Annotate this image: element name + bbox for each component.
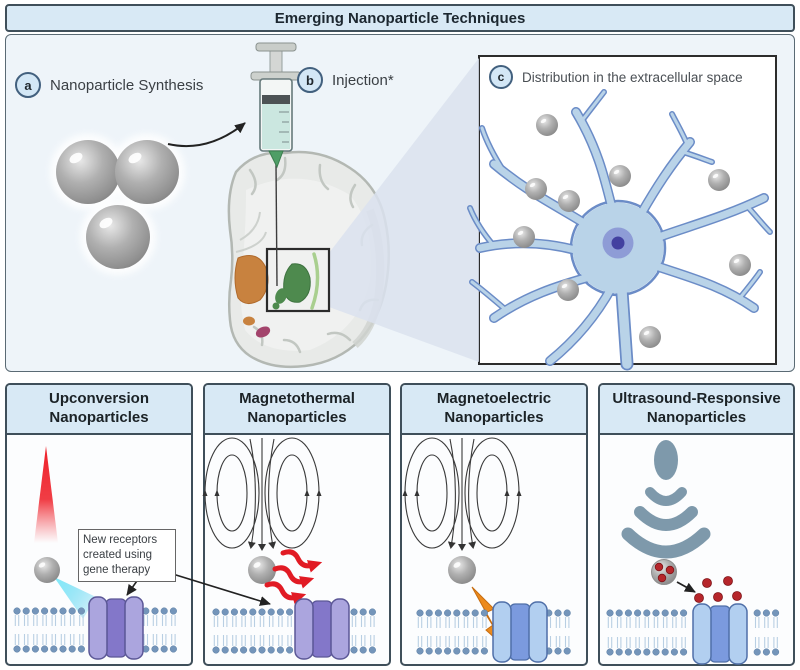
panel-upconversion-header: Upconversion Nanoparticles xyxy=(7,385,191,435)
step-b-label: Injection* xyxy=(332,71,394,89)
step-c-badge: c xyxy=(489,65,513,89)
panel-magnetoelectric-title: Magnetoelectric Nanoparticles xyxy=(436,390,552,426)
step-a-label: Nanoparticle Synthesis xyxy=(50,76,204,94)
step-c-label: Distribution in the extracellular space xyxy=(522,69,743,85)
panel-c-box xyxy=(478,55,777,365)
panel-magnetothermal-header: Magnetothermal Nanoparticles xyxy=(205,385,389,435)
panel-ultrasound-header: Ultrasound-Responsive Nanoparticles xyxy=(600,385,793,435)
step-b-badge: b xyxy=(297,67,323,93)
gene-therapy-note: New receptors created using gene therapy xyxy=(78,529,176,582)
panel-ultrasound-title: Ultrasound-Responsive Nanoparticles xyxy=(612,390,781,426)
panel-magnetothermal-title: Magnetothermal Nanoparticles xyxy=(239,390,355,426)
panel-ultrasound: Ultrasound-Responsive Nanoparticles xyxy=(598,383,795,666)
panel-magnetoelectric: Magnetoelectric Nanoparticles xyxy=(400,383,588,666)
step-b: b Injection* xyxy=(297,67,394,93)
panel-magnetothermal: Magnetothermal Nanoparticles xyxy=(203,383,391,666)
figure-title-bar: Emerging Nanoparticle Techniques xyxy=(5,4,795,32)
step-c: c Distribution in the extracellular spac… xyxy=(489,65,743,89)
panel-magnetoelectric-header: Magnetoelectric Nanoparticles xyxy=(402,385,586,435)
step-a: a Nanoparticle Synthesis xyxy=(15,72,203,98)
panel-upconversion: Upconversion Nanoparticles xyxy=(5,383,193,666)
figure-title: Emerging Nanoparticle Techniques xyxy=(274,9,526,27)
step-a-badge: a xyxy=(15,72,41,98)
panel-upconversion-title: Upconversion Nanoparticles xyxy=(48,390,150,426)
